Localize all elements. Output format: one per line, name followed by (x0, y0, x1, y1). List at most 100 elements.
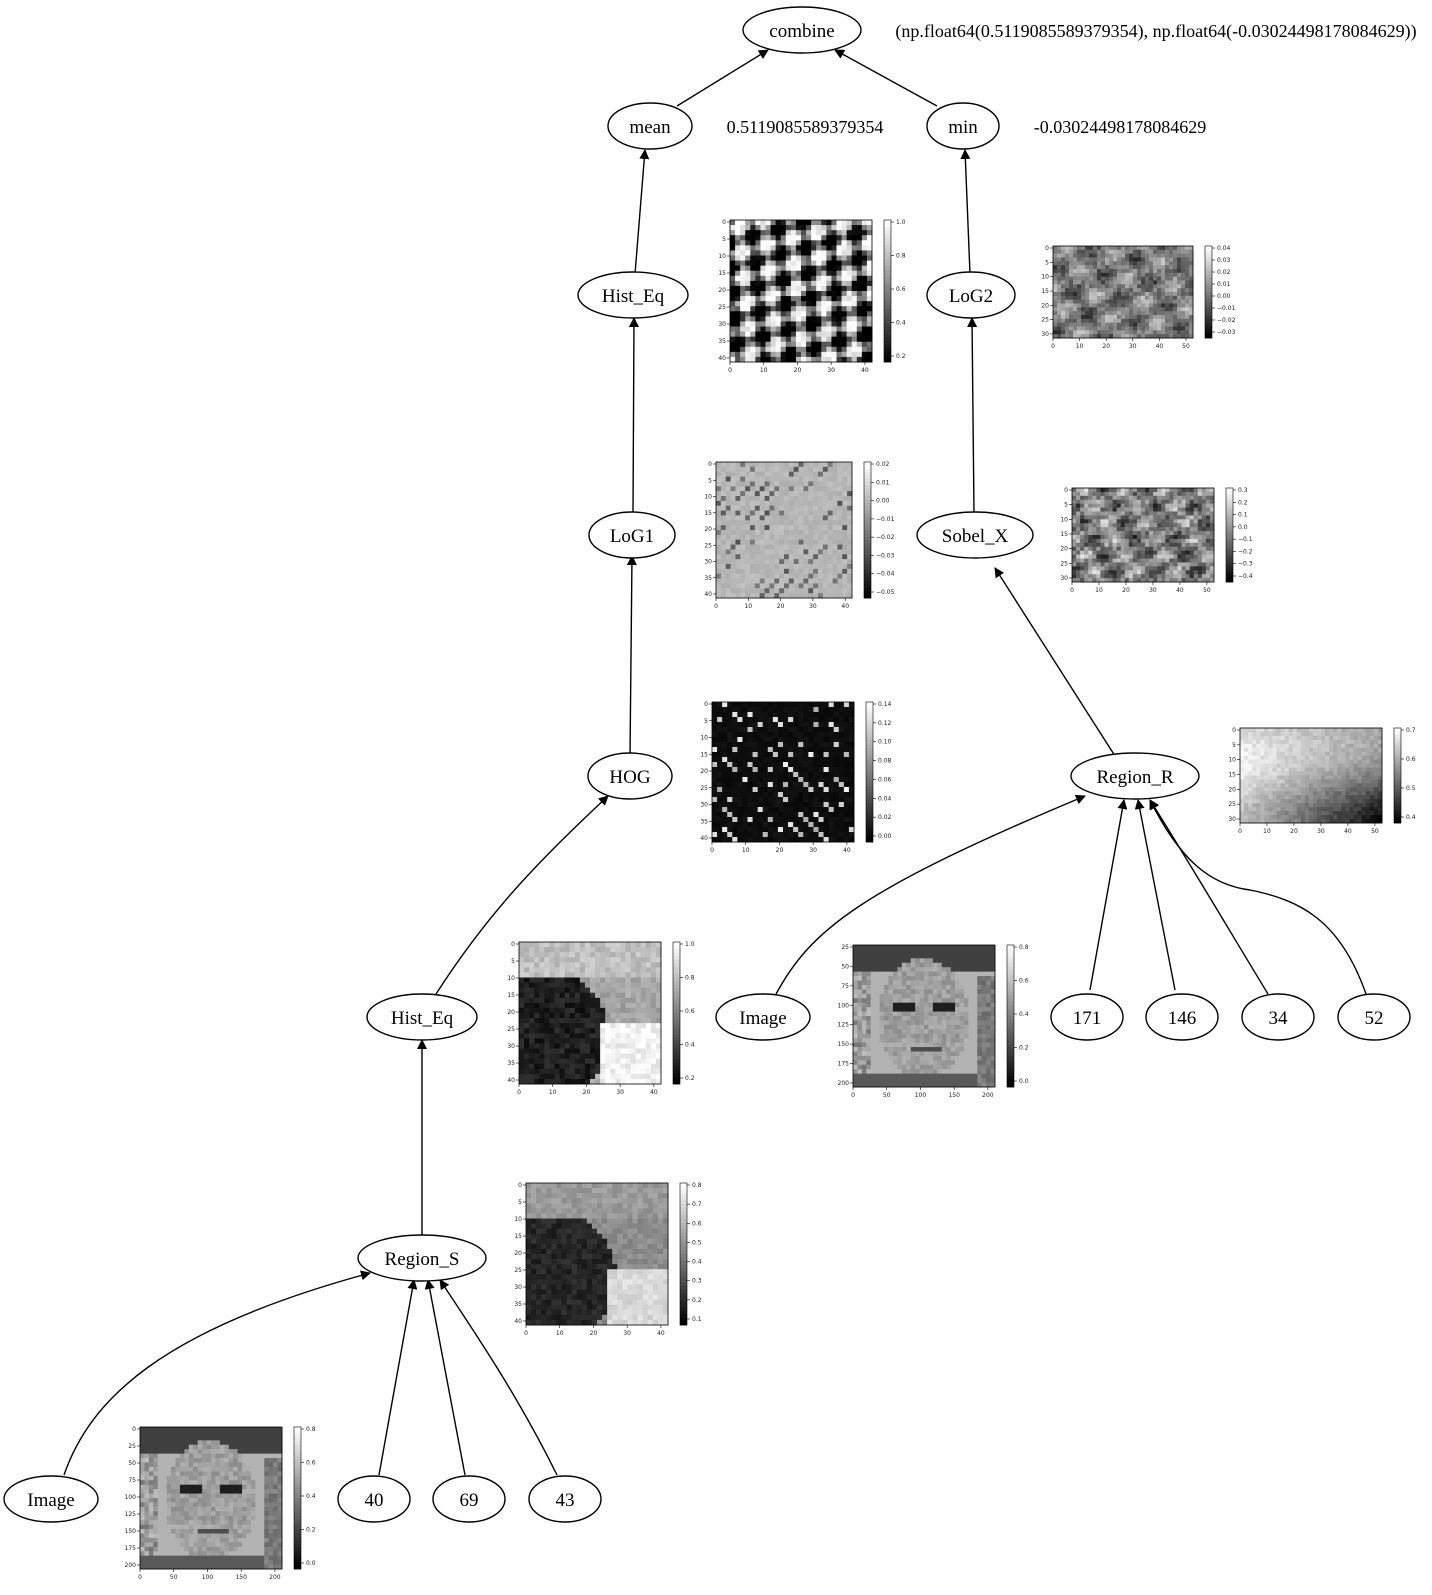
node-hog-label: HOG (609, 767, 650, 788)
colorbar-tick-label: 0.01 (876, 479, 890, 486)
colorbar: 0.040.030.020.010.00−0.01−0.02−0.03 (1204, 245, 1236, 339)
colorbar-tick-label: 0.8 (692, 1182, 702, 1189)
x-tick-label: 0 (851, 1092, 855, 1099)
y-tick-label: 150 (838, 1041, 850, 1048)
colorbar-tick-label: 0.14 (878, 701, 892, 708)
colorbar-tick-label: 0.2 (896, 353, 906, 360)
node-hist-eq-bottom-label: Hist_Eq (391, 1008, 454, 1029)
y-tick-label: 125 (838, 1022, 850, 1029)
y-tick-label: 0 (1232, 727, 1236, 734)
y-tick-label: 5 (518, 1199, 522, 1206)
plot-frame (1052, 245, 1194, 339)
colorbar-tick-label: 0.8 (1019, 944, 1029, 951)
y-tick-label: 35 (514, 1301, 522, 1308)
y-tick-label: 100 (838, 1002, 850, 1009)
colorbar: 1.00.80.60.40.2 (672, 941, 695, 1085)
edges (63, 49, 1367, 1476)
y-tick-label: 15 (704, 510, 712, 517)
colorbar-tick-label: 0.2 (306, 1527, 316, 1534)
y-tick-label: 10 (507, 975, 515, 982)
node-log2-label: LoG2 (949, 286, 993, 307)
y-tick-label: 0 (704, 701, 708, 708)
x-tick-label: 40 (1156, 343, 1164, 350)
x-tick-label: 10 (1263, 828, 1271, 835)
y-tick-label: 5 (722, 236, 726, 243)
colorbar-tick-label: 0.00 (878, 833, 892, 840)
x-tick-label: 0 (710, 847, 714, 854)
colorbar-tick-label: 0.2 (1238, 499, 1248, 506)
x-tick-label: 50 (170, 1574, 178, 1581)
colorbar-tick-label: 0.3 (1238, 487, 1248, 494)
y-tick-label: 50 (128, 1460, 136, 1467)
y-tick-label: 200 (125, 1562, 137, 1569)
colorbar: 0.020.010.00−0.01−0.02−0.03−0.04−0.05 (863, 461, 895, 599)
node-region-s-label: Region_S (385, 1249, 460, 1270)
x-tick-label: 0 (1051, 343, 1055, 350)
y-tick-label: 30 (1228, 816, 1236, 823)
colorbar-tick-label: 0.7 (1406, 727, 1416, 734)
colorbar-tick-label: 0.03 (1217, 257, 1231, 264)
colorbar-tick-label: 0.8 (306, 1426, 316, 1433)
plot-frame (525, 1182, 669, 1326)
x-tick-label: 40 (657, 1330, 665, 1337)
y-tick-label: 10 (1041, 274, 1049, 281)
y-tick-label: 15 (1228, 772, 1236, 779)
y-tick-label: 25 (700, 785, 708, 792)
node-69-label: 69 (460, 1490, 479, 1511)
y-tick-label: 20 (1060, 546, 1068, 553)
colorbar-tick-label: 0.0 (1238, 524, 1248, 531)
colorbar-tick-label: 0.04 (878, 795, 892, 802)
colorbar-tick-label: 0.6 (1019, 978, 1029, 985)
y-tick-label: 25 (128, 1443, 136, 1450)
edge-image-regionr (774, 794, 1086, 997)
node-171-label: 171 (1073, 1008, 1102, 1029)
colorbar-tick-label: 0.6 (306, 1460, 316, 1467)
x-tick-label: 10 (1095, 587, 1103, 594)
colorbar-tick-label: 0.0 (306, 1560, 316, 1567)
x-tick-label: 0 (517, 1089, 521, 1096)
colorbar-tick-label: 0.3 (692, 1278, 702, 1285)
colorbar-tick-label: 0.04 (1217, 245, 1231, 252)
x-tick-label: 0 (138, 1574, 142, 1581)
y-tick-label: 20 (704, 526, 712, 533)
edge-146-regionr (1134, 799, 1176, 991)
y-tick-label: 125 (125, 1511, 137, 1518)
x-tick-label: 0 (714, 603, 718, 610)
x-tick-label: 20 (590, 1330, 598, 1337)
colorbar: 0.80.60.40.20.0 (1006, 944, 1029, 1088)
plot-frame (1239, 727, 1383, 824)
min-value: -0.03024498178084629 (1034, 117, 1207, 137)
y-tick-label: 10 (718, 253, 726, 260)
y-tick-label: 15 (718, 270, 726, 277)
colorbar: 1.00.80.60.40.2 (883, 219, 906, 363)
colorbar-tick-label: 0.4 (896, 320, 906, 327)
node-171: 171 (1050, 993, 1124, 1041)
y-tick-label: 5 (708, 477, 712, 484)
y-tick-label: 35 (718, 338, 726, 345)
node-image-left: Image (3, 1475, 99, 1523)
y-tick-label: 200 (838, 1080, 850, 1087)
x-tick-label: 100 (202, 1574, 214, 1581)
y-tick-label: 0 (722, 219, 726, 226)
node-image-right: Image (715, 993, 811, 1041)
node-69: 69 (432, 1475, 506, 1523)
edge-mean-combine (676, 49, 769, 107)
colorbar-tick-label: −0.01 (1217, 305, 1236, 312)
y-tick-label: 150 (125, 1528, 137, 1535)
colorbar-tick-label: 0.2 (1019, 1045, 1029, 1052)
y-tick-label: 20 (507, 1009, 515, 1016)
x-tick-label: 30 (809, 847, 817, 854)
y-tick-label: 15 (700, 751, 708, 758)
y-tick-label: 15 (507, 992, 515, 999)
edge-hog-log1 (626, 555, 637, 757)
node-image-right-label: Image (739, 1008, 786, 1029)
y-tick-label: 35 (704, 575, 712, 582)
node-image-left-label: Image (27, 1490, 74, 1511)
y-tick-label: 30 (1041, 331, 1049, 338)
x-tick-label: 10 (549, 1089, 557, 1096)
